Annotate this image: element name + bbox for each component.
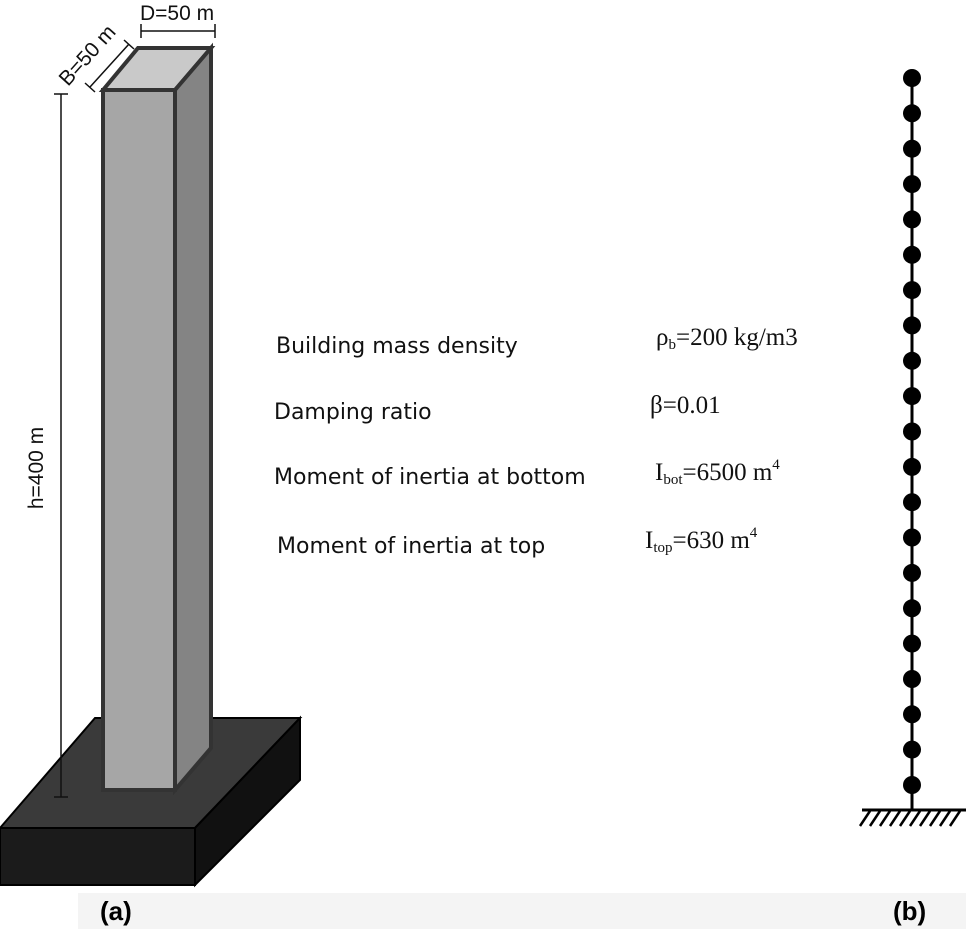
property-superscript: 4 (772, 457, 780, 473)
panel-label-b: (b) (893, 896, 926, 926)
property-row: Moment of inertia at bottom Ibot=6500 m4 (274, 457, 780, 490)
mass-node (903, 422, 921, 441)
property-number: =0.01 (663, 392, 721, 419)
hatch-line (878, 810, 892, 827)
property-symbol: I (655, 459, 663, 486)
panel-label-a: (a) (100, 896, 132, 926)
mass-node (903, 351, 921, 370)
property-label: Moment of inertia at bottom (274, 465, 586, 490)
mass-node (903, 493, 921, 512)
dimension-lines (54, 24, 216, 798)
breadth-dimension-tick-low (84, 82, 96, 93)
property-label: Moment of inertia at top (277, 534, 545, 559)
property-row: Damping ratio β=0.01 (274, 392, 721, 425)
property-symbol: I (645, 527, 653, 554)
property-subscript: bot (663, 472, 683, 488)
mass-node (903, 387, 921, 406)
mass-node (903, 210, 921, 229)
hatch-line (868, 810, 882, 827)
mass-node (903, 599, 921, 618)
mass-node (903, 563, 921, 582)
mass-node (903, 175, 921, 194)
hatch-line (898, 810, 912, 827)
mass-node (903, 316, 921, 335)
property-value: Ibot=6500 m4 (655, 457, 780, 488)
property-subscript: b (668, 337, 676, 353)
hatch-line (888, 810, 902, 827)
hatch-line (908, 810, 922, 827)
mass-node (903, 245, 921, 264)
hatch-line (938, 810, 952, 827)
fixed-support-hatch (858, 810, 962, 827)
mass-nodes (903, 69, 921, 794)
hatch-line (918, 810, 932, 827)
breadth-dimension-line (89, 43, 130, 88)
property-label: Building mass density (276, 334, 518, 359)
property-label: Damping ratio (274, 400, 432, 425)
hatch-line (858, 810, 872, 827)
mass-node (903, 776, 921, 794)
stick-model (858, 69, 966, 827)
mass-node (903, 139, 921, 158)
mass-node (903, 69, 921, 87)
tower-front-face (101, 88, 177, 792)
mass-node (903, 705, 921, 724)
tower-side-face (173, 42, 213, 796)
property-number: =200 kg/m3 (676, 324, 798, 351)
mass-node (903, 670, 921, 688)
hatch-line (928, 810, 942, 827)
building-model (0, 42, 303, 888)
mass-node (903, 457, 921, 476)
property-number: =630 m (673, 527, 751, 554)
property-value: ρb=200 kg/m3 (656, 324, 798, 353)
property-value: β=0.01 (650, 392, 721, 419)
base-slab-front (0, 827, 196, 886)
property-list: Building mass density ρb=200 kg/m3 Dampi… (274, 324, 798, 559)
breadth-dimension-tick-high (123, 39, 135, 50)
property-subscript: top (653, 540, 672, 556)
property-superscript: 4 (750, 525, 758, 541)
mass-node (903, 528, 921, 547)
property-number: =6500 m (683, 459, 773, 486)
property-symbol: β (650, 392, 663, 419)
mass-node (903, 634, 921, 653)
property-row: Moment of inertia at top Itop=630 m4 (277, 525, 758, 559)
height-label: h=400 m (25, 427, 48, 509)
depth-label: D=50 m (140, 2, 214, 25)
property-row: Building mass density ρb=200 kg/m3 (276, 324, 798, 359)
property-value: Itop=630 m4 (645, 525, 758, 556)
caption-strip (78, 893, 966, 929)
mass-node (903, 281, 921, 300)
hatch-line (948, 810, 962, 827)
property-symbol: ρ (656, 324, 668, 351)
mass-node (903, 104, 921, 123)
mass-node (903, 740, 921, 759)
